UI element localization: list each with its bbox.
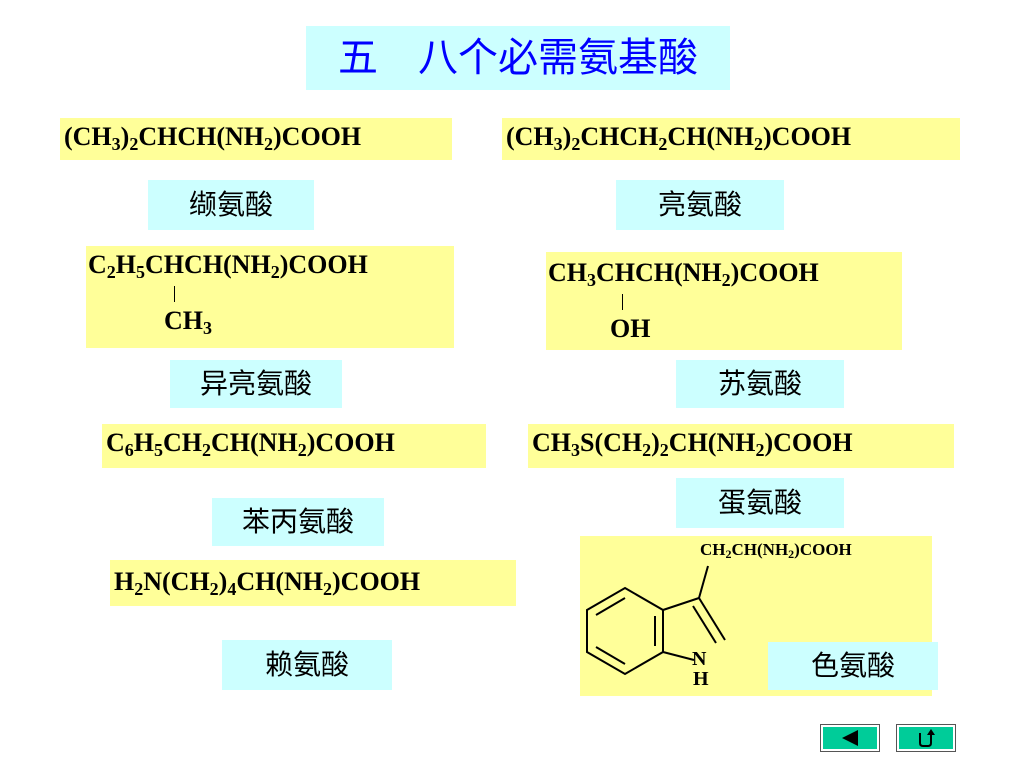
triangle-left-icon bbox=[842, 730, 858, 746]
tryptophan-label: 色氨酸 bbox=[768, 642, 938, 690]
methionine-label: 蛋氨酸 bbox=[676, 478, 844, 528]
indole-nitrogen: N bbox=[692, 648, 707, 670]
return-button[interactable] bbox=[896, 724, 956, 752]
isoleucine-label: 异亮氨酸 bbox=[170, 360, 342, 408]
valine-formula: (CH3)2CHCH(NH2)COOH bbox=[60, 118, 452, 160]
lysine-label: 赖氨酸 bbox=[222, 640, 392, 690]
tryptophan-side-chain: CH2CH(NH2)COOH bbox=[700, 540, 852, 561]
return-arrow-icon bbox=[919, 729, 935, 747]
lysine-formula: H2N(CH2)4CH(NH2)COOH bbox=[110, 560, 516, 606]
indole-ring-structure bbox=[586, 565, 726, 676]
phenylalanine-formula: C6H5CH2CH(NH2)COOH bbox=[102, 424, 486, 468]
leucine-label: 亮氨酸 bbox=[616, 180, 784, 230]
phenylalanine-label: 苯丙氨酸 bbox=[212, 498, 384, 546]
threonine-bond bbox=[622, 294, 623, 310]
methionine-formula: CH3S(CH2)2CH(NH2)COOH bbox=[528, 424, 954, 468]
isoleucine-bond bbox=[174, 286, 175, 302]
leucine-formula: (CH3)2CHCH2CH(NH2)COOH bbox=[502, 118, 960, 160]
threonine-label: 苏氨酸 bbox=[676, 360, 844, 408]
page-title: 五 八个必需氨基酸 bbox=[306, 26, 730, 90]
prev-slide-button[interactable] bbox=[820, 724, 880, 752]
valine-label: 缬氨酸 bbox=[148, 180, 314, 230]
isoleucine-formula: C2H5CHCH(NH2)COOH CH3 bbox=[86, 246, 454, 348]
threonine-formula: CH3CHCH(NH2)COOH OH bbox=[546, 252, 902, 350]
indole-hydrogen: H bbox=[693, 668, 709, 690]
